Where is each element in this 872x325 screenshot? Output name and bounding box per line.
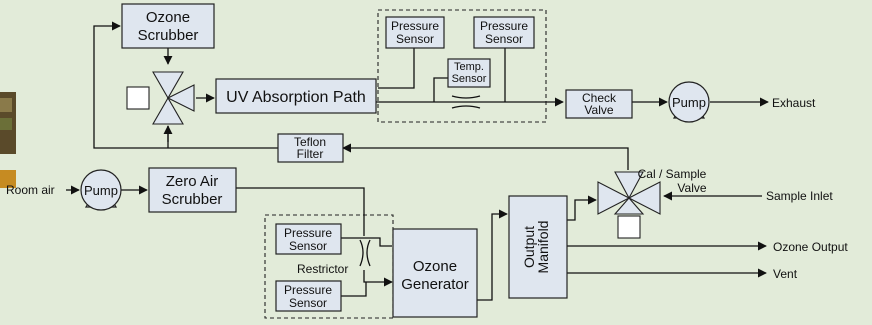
sensor-enclosure-top [377,9,547,123]
pressure-sensor-3: Pressure Sensor [275,223,342,255]
restrictor-label: Restrictor [297,262,348,276]
svg-text:Temp.: Temp. [454,61,484,73]
exhaust-pump: Pump [668,81,710,123]
teflon-filter: Teflon Filter [277,133,344,163]
exhaust-label: Exhaust [772,96,816,110]
svg-text:Teflon: Teflon [294,135,326,149]
svg-text:Sensor: Sensor [485,32,523,46]
ozone-generator: Ozone Generator [392,228,478,318]
svg-text:Valve: Valve [584,103,613,117]
pressure-sensor-1: Pressure Sensor [385,16,445,49]
svg-text:Sensor: Sensor [289,296,327,310]
svg-text:Ozone: Ozone [413,258,457,275]
svg-text:Pump: Pump [84,183,118,198]
vent-label: Vent [773,267,798,281]
temp-sensor: Temp. Sensor [447,58,491,88]
svg-text:Pressure: Pressure [391,19,439,33]
svg-text:Ozone: Ozone [146,9,190,26]
device-photo-fragment [0,92,16,188]
svg-text:Output: Output [521,226,537,268]
ozone-output-label: Ozone Output [773,240,848,254]
svg-text:Pump: Pump [672,95,706,110]
svg-text:Pressure: Pressure [480,19,528,33]
room-air-pump: Pump [80,169,122,211]
room-air-label: Room air [6,183,55,197]
uv-absorption-path: UV Absorption Path [215,78,377,114]
svg-text:Pressure: Pressure [284,226,332,240]
output-manifold: Output Manifold [508,195,568,299]
ozone-scrubber: Ozone Scrubber [121,3,215,49]
svg-text:Sensor: Sensor [396,32,434,46]
svg-text:Sensor: Sensor [452,73,487,85]
check-valve: Check Valve [565,89,633,119]
svg-text:UV Absorption Path: UV Absorption Path [226,89,366,106]
svg-text:Zero Air: Zero Air [166,173,219,190]
sensor-enclosure-bottom [264,214,394,319]
svg-text:Generator: Generator [401,276,469,293]
selector-valve [126,71,195,125]
svg-text:Sensor: Sensor [289,239,327,253]
pressure-sensor-2: Pressure Sensor [473,16,535,49]
cal-sample-valve [597,171,661,239]
svg-text:Check: Check [582,91,617,105]
svg-text:Filter: Filter [297,147,324,161]
zero-air-scrubber: Zero Air Scrubber [148,167,237,213]
svg-text:Pressure: Pressure [284,283,332,297]
svg-text:Manifold: Manifold [535,221,551,274]
cal-sample-valve-label-1: Cal / Sample [638,167,707,181]
pressure-sensor-4: Pressure Sensor [275,280,342,312]
svg-text:Scrubber: Scrubber [162,191,223,208]
cal-sample-valve-label-2: Valve [677,181,706,195]
sample-inlet-label: Sample Inlet [766,189,833,203]
svg-text:Scrubber: Scrubber [138,27,199,44]
